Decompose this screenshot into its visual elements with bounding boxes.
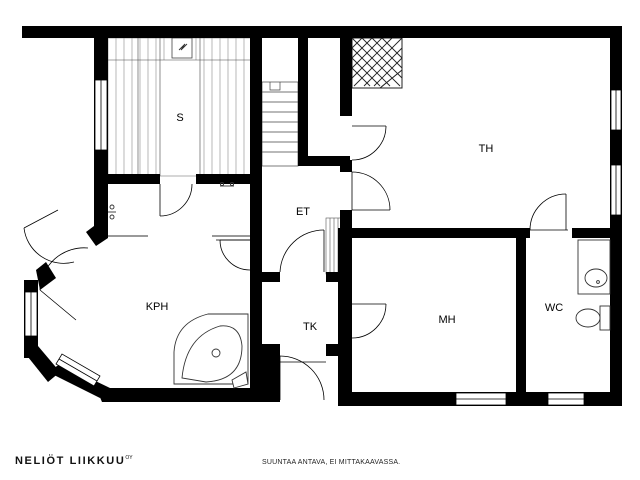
sauna-benches [107, 37, 253, 177]
room-label-th: TH [479, 143, 494, 155]
room-label-mh: MH [438, 314, 455, 326]
disclaimer-text: SUUNTAA ANTAVA, EI MITTAKAAVASSA. [262, 459, 401, 466]
wc-fixtures [575, 239, 611, 331]
brand-name: NELIÖT LIIKKUU [15, 455, 126, 467]
room-label-tk: TK [303, 321, 318, 333]
corner-bathtub [173, 313, 249, 389]
sauna-stove [171, 37, 193, 59]
brand-mark: OY [125, 455, 133, 461]
brand-logo-text: NELIÖT LIIKKUUOY [15, 455, 133, 467]
room-label-wc: WC [545, 302, 563, 314]
shower-fixtures [108, 181, 250, 237]
fireplace [351, 37, 403, 89]
doors [23, 125, 568, 401]
room-label-kph: KPH [146, 301, 169, 313]
staircase [261, 81, 299, 167]
windows [24, 79, 622, 406]
room-label-et: ET [296, 206, 310, 218]
room-label-s: S [176, 112, 183, 124]
